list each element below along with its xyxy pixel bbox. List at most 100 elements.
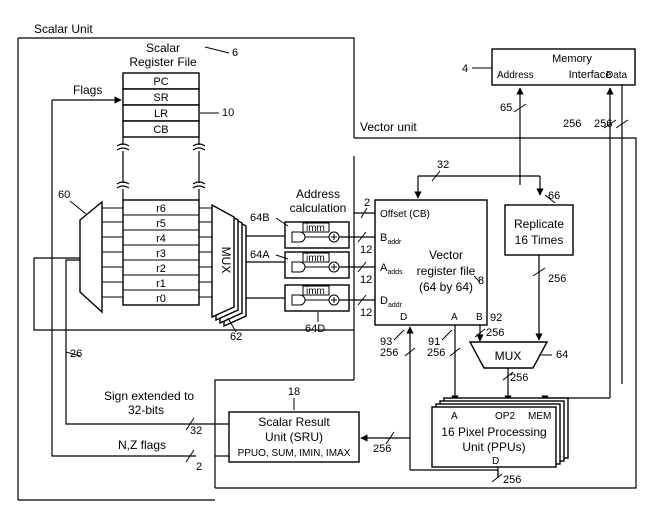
width-sru-in: 256 (373, 443, 391, 455)
width-b-out: 256 (486, 327, 504, 339)
imm-label-a: imm (306, 253, 325, 264)
width-top-bus: 32 (437, 159, 449, 171)
register-file-title-1: Scalar (146, 41, 180, 55)
ppu-port-d: D (492, 456, 499, 467)
replicate-line2: 16 Times (515, 233, 564, 247)
ppu-port-op2: OP2 (495, 411, 515, 422)
vector-mux-ref: 64 (556, 349, 568, 361)
width-a-out: 256 (427, 347, 445, 359)
left-mux-ref: 60 (58, 189, 70, 201)
vrf-title-1: Vector (429, 248, 463, 262)
vector-mux: MUX 64 256 256 (468, 325, 568, 403)
reg-r1: r1 (156, 278, 166, 290)
scalar-unit-title: Scalar Unit (34, 22, 93, 36)
vrf-port-d: D (400, 312, 407, 323)
reg-r5: r5 (156, 218, 166, 230)
width-mux-out: 256 (510, 372, 528, 384)
mem-subtitle: Interface (569, 69, 612, 81)
register-file-ref: 6 (232, 47, 238, 59)
addr-calc-title-1: Address (296, 187, 340, 201)
vrf-port-b: B (476, 312, 483, 323)
vector-mux-label: MUX (495, 349, 522, 363)
register-special-ref: 10 (222, 107, 234, 119)
reg-pc-label: PC (153, 76, 168, 88)
width-data-a: 256 (563, 118, 581, 130)
sru-line1: Scalar Result (258, 415, 330, 429)
reg-r0: r0 (156, 293, 166, 305)
memory-interface: Memory Interface Address Data 4 (462, 48, 636, 86)
reg-r2: r2 (156, 263, 166, 275)
port-d-addr: Daddr (380, 295, 403, 309)
replicate-line1: Replicate (514, 217, 564, 231)
ppu-port-mem: MEM (528, 411, 551, 422)
vrf-ref: 8 (478, 275, 484, 287)
vrf-title-3: (64 by 64) (419, 280, 473, 294)
scalar-unit-boundary: Scalar Unit (17, 22, 355, 501)
mem-data-label: Data (606, 70, 628, 81)
sru-line2: Unit (SRU) (265, 430, 323, 444)
width-replicate-out: 256 (548, 273, 566, 285)
replicate-ref: 66 (548, 190, 560, 202)
reg-cb (122, 120, 200, 138)
reg-cb-label: CB (153, 124, 168, 136)
width-d-addr: 12 (360, 307, 372, 319)
mem-ref: 4 (462, 63, 468, 75)
vrf-ref-a: 91 (428, 336, 440, 348)
vector-unit-title: Vector unit (360, 120, 417, 134)
register-file-title-2: Register File (129, 55, 197, 69)
feedback-ref: 26 (70, 348, 82, 360)
width-sru-2: 2 (196, 461, 202, 473)
mem-address-label: Address (497, 70, 534, 81)
addr-calc-title-2: calculation (290, 201, 347, 215)
imm-label-d: imm (306, 286, 325, 297)
sign-extend-2: 32-bits (128, 403, 164, 417)
ppu-stack: A OP2 MEM 16 Pixel Processing Unit (PPUs… (431, 397, 569, 468)
port-a-adds: Aadds (380, 262, 403, 276)
sru-block: 18 Scalar Result Unit (SRU) PPUO, SUM, I… (215, 386, 360, 463)
addr-ref-a: 64A (250, 249, 270, 261)
mux-label: MUX (219, 247, 233, 274)
width-d-in: 256 (380, 347, 398, 359)
width-a-adds: 12 (360, 274, 372, 286)
port-b-addr: Baddr (380, 232, 402, 246)
mem-title: Memory (552, 53, 592, 65)
vrf-ref-b: 92 (490, 312, 502, 324)
address-calculation: Address calculation 64B 64A 64D imm imm … (250, 187, 375, 335)
addr-ref-d: 64D (305, 323, 325, 335)
vrf-port-a: A (451, 312, 458, 323)
flags-label: Flags (73, 83, 102, 97)
reg-r4: r4 (156, 233, 166, 245)
addr-ref-b: 64B (250, 212, 270, 224)
reg-r3: r3 (156, 248, 166, 260)
nz-flags-label: N,Z flags (118, 438, 166, 452)
replicate-block: Replicate 16 Times 66 256 (504, 190, 574, 341)
flags-path: Flags N,Z flags 2 (51, 83, 202, 473)
width-ppu-d: 256 (503, 474, 521, 486)
vrf-buses: 256 256 256 256 (360, 325, 521, 486)
scalar-register-file: Scalar Register File 6 10 PC SR LR CB r6… (102, 41, 238, 306)
width-offset: 2 (364, 197, 370, 209)
reg-sr-label: SR (153, 92, 168, 104)
reg-r6: r6 (156, 203, 166, 215)
vector-unit-boundary: Vector unit (215, 120, 637, 489)
width-sru-32: 32 (190, 425, 202, 437)
imm-label-b: imm (306, 223, 325, 234)
vrf-ref-d: 93 (380, 336, 392, 348)
offset-label: Offset (CB) (380, 209, 430, 220)
vector-register-file: Offset (CB) Baddr Aadds Daddr Vector reg… (354, 199, 502, 348)
ppu-port-a: A (451, 411, 458, 422)
sru-ref: 18 (288, 386, 300, 398)
ppu-line1: 16 Pixel Processing (441, 425, 546, 439)
width-addr-bus: 65 (500, 102, 512, 114)
width-b-addr: 12 (360, 244, 372, 256)
stacked-mux: MUX 62 (211, 203, 285, 343)
reg-lr-label: LR (154, 108, 168, 120)
memory-data-bus: 256 256 (541, 85, 629, 403)
memory-address-bus: 65 32 (414, 87, 544, 199)
sru-line3: PPUO, SUM, IMIN, IMAX (238, 448, 351, 459)
vrf-title-2: register file (417, 264, 476, 278)
addr-unit-b (284, 221, 350, 249)
ppu-line2: Unit (PPUs) (462, 440, 525, 454)
left-mux: 60 26 Sign extended to 32-bits 32 (33, 189, 354, 437)
